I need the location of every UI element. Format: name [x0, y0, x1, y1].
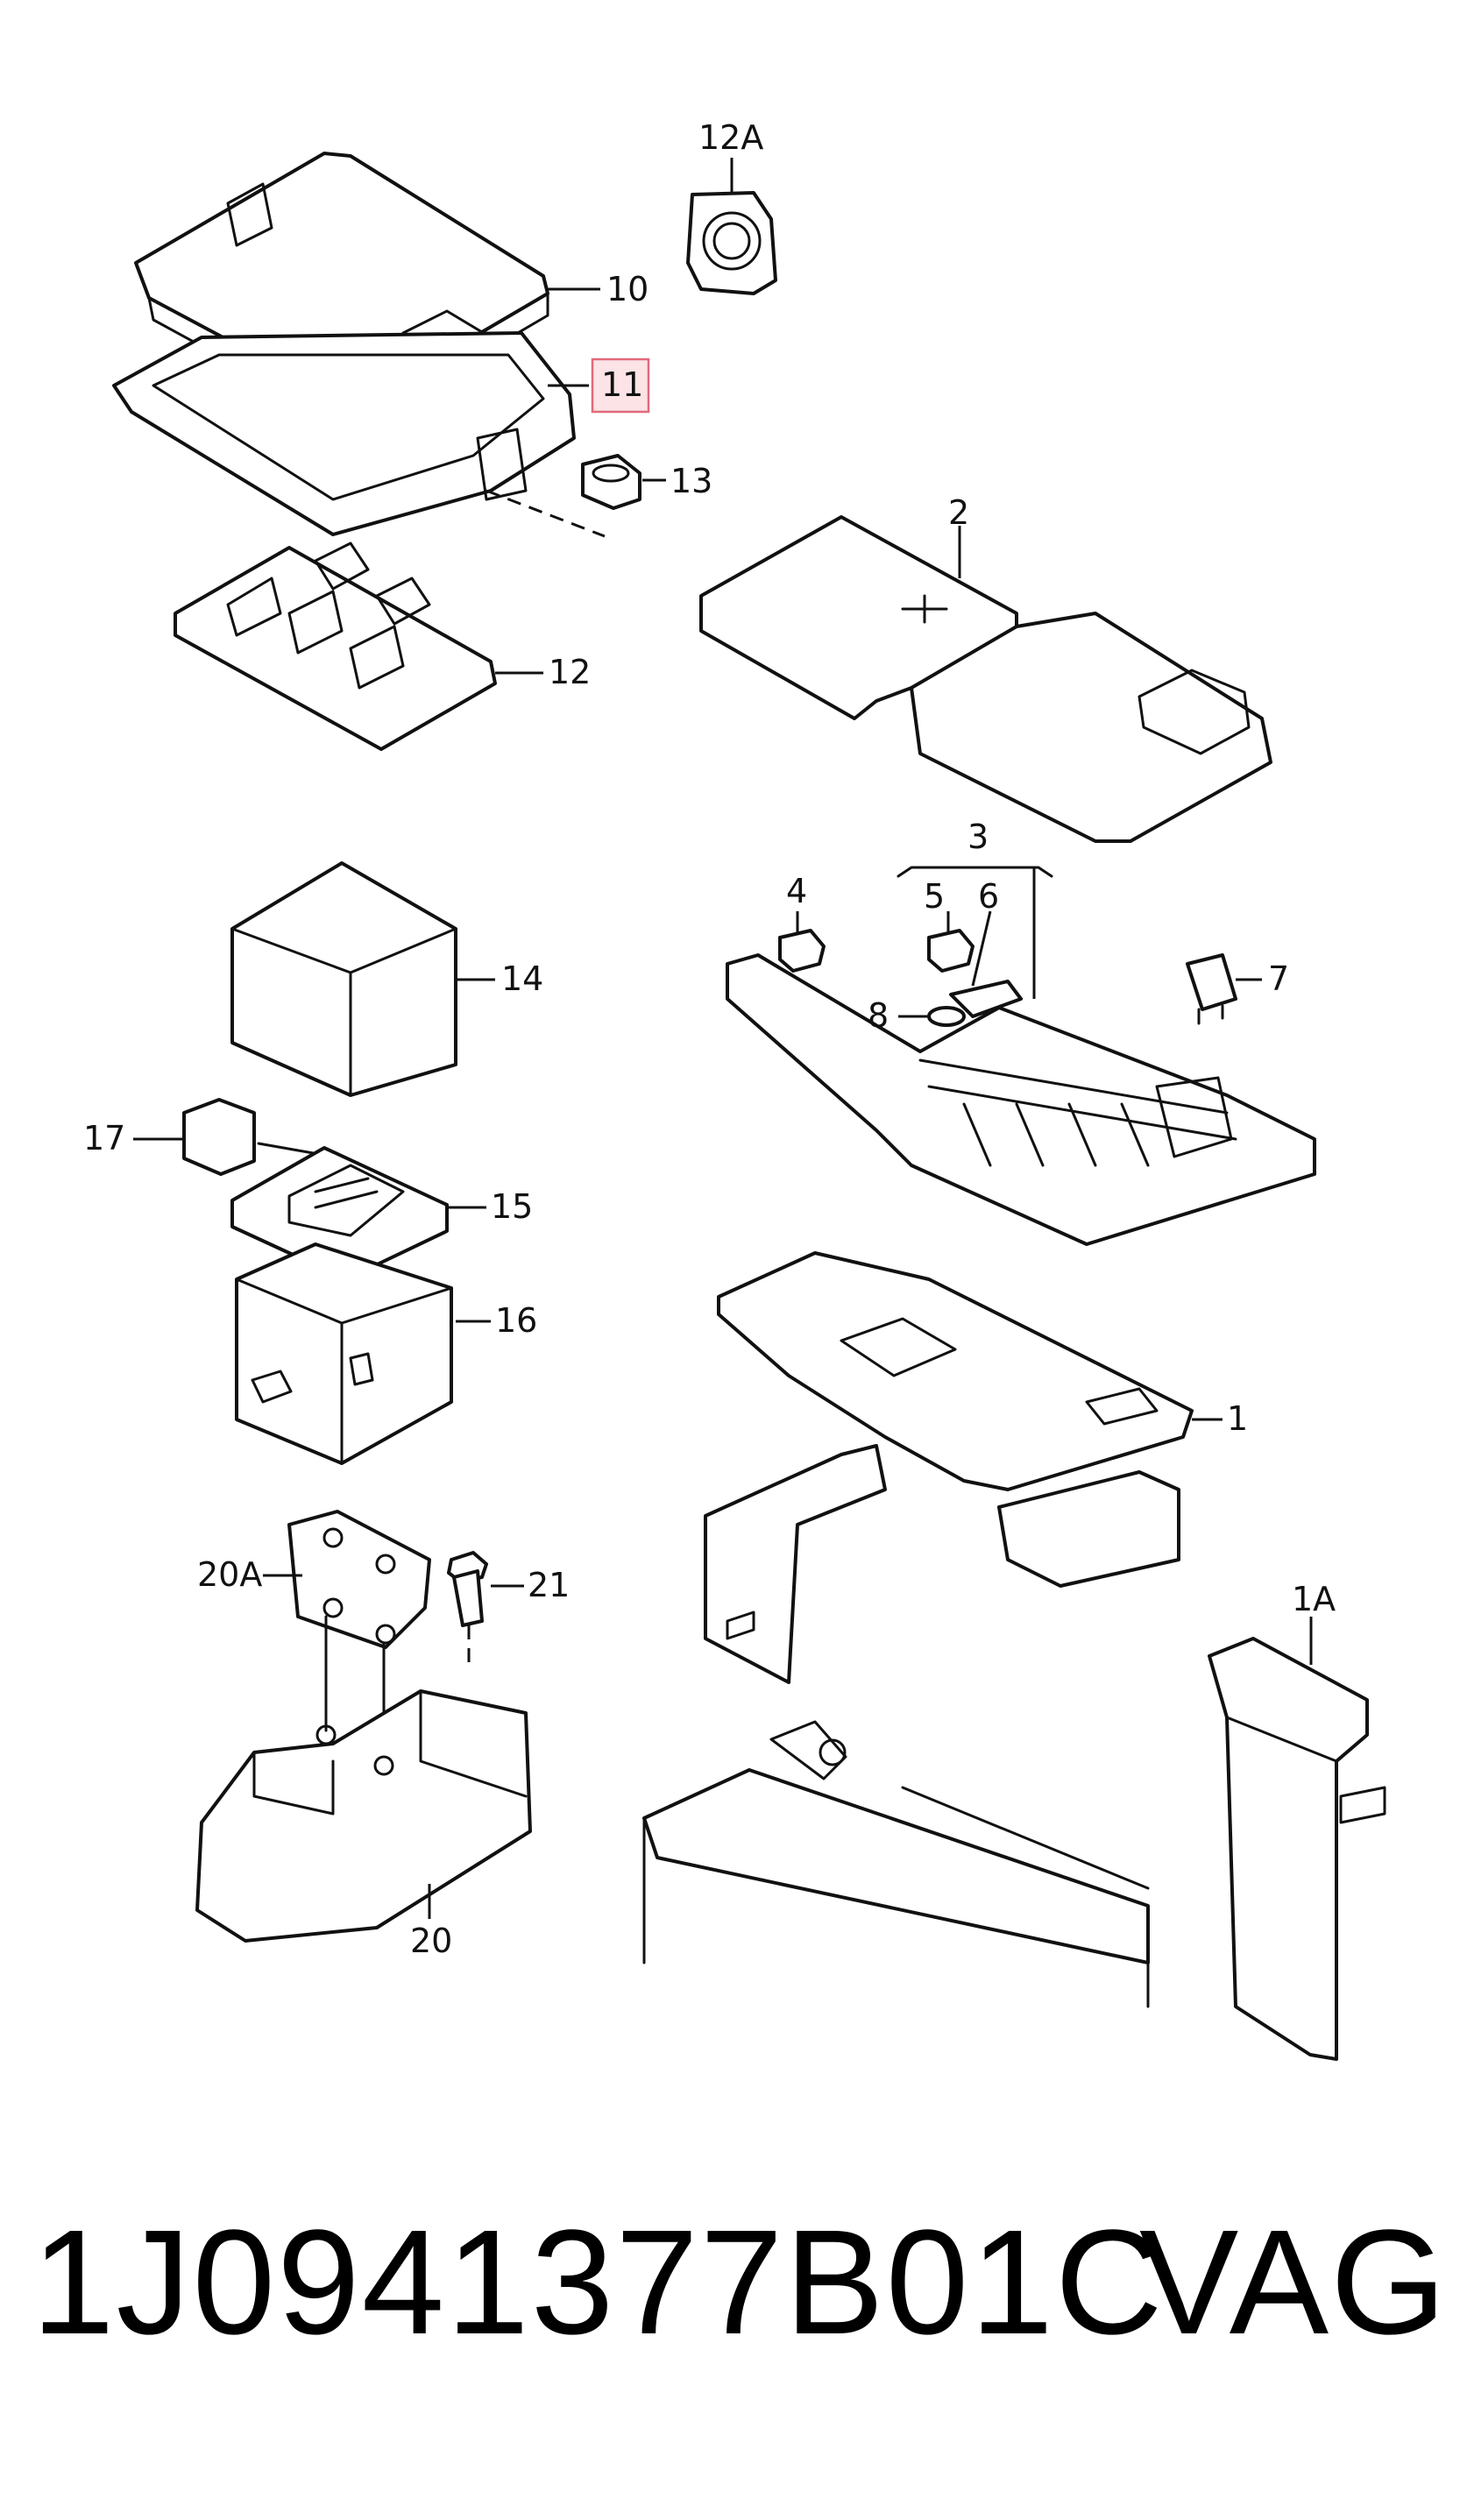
part-21-bolt [447, 1551, 524, 1665]
part-number-caption: 1J0941377B01C [32, 2199, 1165, 2366]
callout-16: 16 [495, 1301, 537, 1340]
part-7-fuse [1186, 953, 1262, 1025]
callout-20: 20 [410, 1922, 452, 1960]
part-12A-grommet [686, 158, 777, 295]
callout-1A: 1A [1292, 1580, 1336, 1618]
part-14-relay-cap [230, 861, 495, 1097]
part-1-bracket [704, 1251, 1223, 1684]
callout-10: 10 [606, 270, 648, 308]
callout-12: 12 [549, 653, 591, 691]
callout-13: 13 [670, 462, 712, 500]
callout-21: 21 [528, 1566, 570, 1604]
part-3-fuse-carrier [726, 866, 1316, 1246]
callout-15: 15 [491, 1187, 533, 1226]
part-15-relay-socket [230, 1146, 486, 1281]
part-1A-cover-strip [1208, 1617, 1386, 2061]
callout-11: 11 [601, 365, 643, 404]
callout-6: 6 [978, 877, 999, 916]
callout-8: 8 [868, 996, 889, 1035]
part-17-relay [133, 1098, 335, 1176]
callout-20A: 20A [197, 1555, 262, 1594]
callout-labels: 12A 10 11 13 12 2 3 4 5 6 7 8 14 17 15 1… [83, 118, 1336, 1960]
callout-12A: 12A [698, 118, 763, 157]
part-20A-plate [263, 1510, 431, 1763]
callout-7: 7 [1268, 959, 1289, 998]
callout-1: 1 [1227, 1399, 1248, 1438]
part-16-housing [235, 1242, 491, 1465]
callout-2: 2 [948, 493, 969, 532]
callout-11-highlight-box [591, 357, 650, 414]
part-12-fuse-holder [174, 542, 543, 751]
part-11-tray-frame [112, 331, 606, 538]
part-2-relay-box-cover [699, 515, 1272, 843]
callout-4: 4 [786, 872, 807, 910]
part-13-nut [581, 454, 666, 510]
callout-3: 3 [967, 818, 989, 856]
callout-14: 14 [501, 959, 543, 998]
part-20-base-block [195, 1689, 532, 1943]
callout-17: 17 [83, 1119, 125, 1157]
brand-caption: VAG [1139, 2199, 1449, 2366]
callout-5: 5 [924, 877, 945, 916]
battery-outline [642, 1720, 1150, 2008]
